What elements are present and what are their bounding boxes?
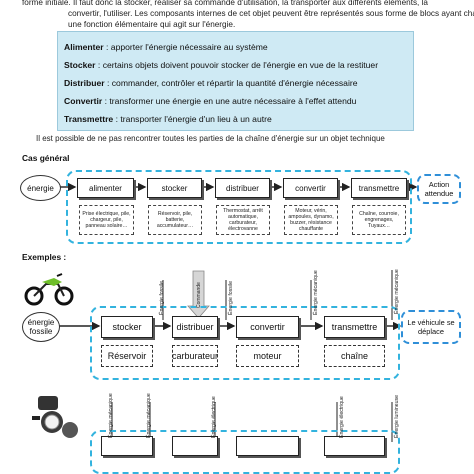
- motorbike-image: [24, 273, 74, 306]
- element-box-reservoir: Réservoir: [101, 345, 153, 367]
- intro-line-1: forme initiale. Il faut donc la stocker,…: [22, 0, 428, 7]
- intro-line-2: convertir, l'utiliser. Les composants in…: [68, 9, 474, 18]
- energy-fossile-ellipse: énergie fossile: [22, 312, 60, 342]
- example-box-convertir: Moteur, vérin, ampoules, dynamo, buzzer,…: [284, 205, 338, 235]
- function-box-distribuer: distribuer: [215, 178, 270, 198]
- energy-label: Énergie lumineuse: [394, 395, 400, 438]
- definition-convertir: Convertir : transformer une énergie en u…: [64, 96, 356, 106]
- moto-chain-frame: [90, 306, 400, 380]
- function-box-distribuer: distribuer: [172, 316, 218, 338]
- example-box-transmettre: Chaîne, courroie, engrenages, Tuyaux…: [352, 205, 406, 235]
- section-title-general: Cas général: [22, 153, 70, 163]
- vehicule-deplace-box: Le véhicule se déplace: [401, 310, 461, 344]
- note-text: Il est possible de ne pas rencontrer tou…: [36, 134, 385, 143]
- example-box-alimenter: Prise électrique, pile, chargeur, pile, …: [79, 205, 134, 235]
- function-box-transmettre: transmettre: [324, 316, 385, 338]
- intro-paragraph: forme initiale. Il faut donc la stocker,…: [22, 0, 474, 30]
- energy-label: Énergie électrique: [339, 396, 345, 438]
- function-box-transmettre: transmettre: [351, 178, 407, 198]
- definition-text: : transporter l'énergie d'un lieu à un a…: [113, 114, 272, 124]
- function-box-stocker: stocker: [147, 178, 202, 198]
- command-label: Commande: [196, 282, 202, 308]
- definition-text: : transformer une énergie en une autre n…: [102, 96, 357, 106]
- energy-input-ellipse: énergie: [20, 175, 61, 201]
- lamp-function-box: [324, 436, 385, 456]
- definition-alimenter: Alimenter : apporter l'énergie nécessair…: [64, 42, 268, 52]
- energy-label: Énergie mécanique: [394, 269, 400, 314]
- energy-label: Énergie électrique: [211, 396, 217, 438]
- action-attendue-box: Action attendue: [417, 174, 461, 204]
- energy-label: Énergie fossile: [159, 280, 165, 315]
- energy-label: Énergie mécanique: [108, 393, 114, 438]
- energy-label: Énergie mécanique: [313, 270, 319, 315]
- lamp-function-box: [172, 436, 218, 456]
- function-box-convertir: convertir: [283, 178, 338, 198]
- section-title-exemples: Exemples :: [22, 252, 67, 262]
- energy-label: Énergie fossile: [228, 280, 234, 315]
- definition-term: Alimenter: [64, 42, 104, 52]
- example-box-stocker: Réservoir, pile, batterie, accumulateur…: [148, 205, 202, 235]
- energy-label: Énergie mécanique: [146, 393, 152, 438]
- definition-term: Stocker: [64, 60, 96, 70]
- element-box-moteur: moteur: [236, 345, 299, 367]
- flashlight-image: [32, 396, 78, 438]
- definition-distribuer: Distribuer : commander, contrôler et rép…: [64, 78, 358, 88]
- element-box-carburateur: carburateur: [172, 345, 218, 367]
- lamp-function-box: [236, 436, 299, 456]
- definition-transmettre: Transmettre : transporter l'énergie d'un…: [64, 114, 272, 124]
- definitions-box: Alimenter : apporter l'énergie nécessair…: [57, 31, 414, 131]
- lamp-function-box: [101, 436, 153, 456]
- function-box-alimenter: alimenter: [77, 178, 134, 198]
- definition-term: Transmettre: [64, 114, 114, 124]
- intro-line-3: une fonction élémentaire qui agit sur l'…: [68, 20, 236, 29]
- definition-text: : apporter l'énergie nécessaire au systè…: [103, 42, 268, 52]
- definition-term: Convertir: [64, 96, 103, 106]
- function-box-stocker: stocker: [101, 316, 153, 338]
- function-box-convertir: convertir: [236, 316, 299, 338]
- definition-stocker: Stocker : certains objets doivent pouvoi…: [64, 60, 378, 70]
- definition-term: Distribuer: [64, 78, 105, 88]
- element-box-chaine: chaîne: [324, 345, 385, 367]
- definition-text: : commander, contrôler et répartir la qu…: [104, 78, 358, 88]
- definition-text: : certains objets doivent pouvoir stocke…: [95, 60, 379, 70]
- example-box-distribuer: Thermostat, arrêt automatique, carburate…: [216, 205, 270, 235]
- energy-chain-frame: [66, 170, 412, 244]
